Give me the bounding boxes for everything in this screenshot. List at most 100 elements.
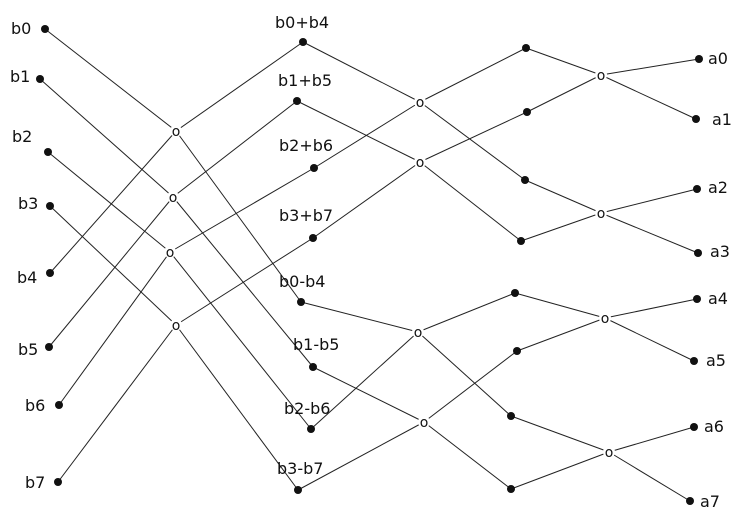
edge — [49, 205, 177, 326]
edge — [604, 317, 695, 362]
edge — [524, 179, 602, 214]
input-dot — [45, 343, 53, 351]
stage1-dot — [307, 425, 315, 433]
edge — [312, 366, 425, 423]
operator-mask — [167, 191, 179, 203]
stage2-out-edges — [417, 47, 528, 490]
operator-mask — [603, 446, 615, 458]
edge — [297, 421, 425, 491]
operator-mask — [170, 319, 182, 331]
stage1-label: b2-b6 — [284, 399, 330, 418]
edge — [313, 101, 421, 169]
edge — [526, 74, 602, 113]
edge — [600, 58, 700, 76]
edge — [525, 47, 602, 76]
operator-node: o — [172, 318, 181, 334]
stage1-label: b3-b7 — [277, 459, 323, 478]
edge — [600, 188, 698, 214]
output-label: a2 — [708, 178, 728, 197]
input-label: b3 — [18, 194, 38, 213]
operator-node: o — [169, 190, 178, 206]
input-label: b6 — [25, 396, 45, 415]
edge — [516, 317, 606, 352]
edge — [604, 298, 698, 319]
operator-node: o — [416, 95, 425, 111]
output-dot — [693, 185, 701, 193]
edge — [296, 100, 421, 163]
stage2-dots — [507, 44, 531, 493]
edge — [300, 301, 419, 333]
stage1-label: b3+b7 — [279, 206, 333, 225]
stage1-dot — [297, 298, 305, 306]
edge — [175, 324, 299, 491]
stage1-dot — [293, 97, 301, 105]
output-dot — [693, 295, 701, 303]
output-label: a7 — [700, 492, 720, 511]
stage3-edges — [510, 47, 610, 490]
output-labels: a0 a1 a2 a3 a4 a5 a6 a7 — [700, 49, 732, 511]
edge — [57, 324, 177, 483]
stage2-edges — [296, 41, 425, 491]
edge — [510, 451, 610, 490]
stage1-dot — [309, 363, 317, 371]
edge — [169, 251, 312, 430]
edge — [608, 426, 695, 453]
edge — [175, 130, 302, 303]
input-dots — [36, 25, 63, 486]
edge — [49, 130, 177, 274]
output-label: a5 — [706, 351, 726, 370]
operator-mask — [595, 69, 607, 81]
stage2-dot — [513, 347, 521, 355]
operator-node: o — [416, 155, 425, 171]
input-label: b2 — [12, 127, 32, 146]
output-label: a0 — [708, 49, 728, 68]
output-dot — [695, 55, 703, 63]
input-dot — [55, 401, 63, 409]
operator-node: o — [166, 245, 175, 261]
edge — [510, 415, 610, 453]
stage1-labels: b0+b4 b1+b5 b2+b6 b3+b7 b0-b4 b1-b5 b2-b… — [275, 13, 339, 478]
edge — [600, 74, 697, 120]
stage2-dot — [523, 108, 531, 116]
stage2-dot — [517, 237, 525, 245]
edge — [514, 292, 606, 319]
operator-node: o — [414, 325, 423, 341]
edge — [312, 161, 421, 239]
operator-masks — [164, 69, 615, 458]
operator-mask — [170, 125, 182, 137]
edge — [48, 196, 174, 348]
output-label: a1 — [712, 110, 732, 129]
output-dots — [686, 55, 703, 505]
input-label: b1 — [10, 67, 30, 86]
input-label: b4 — [17, 268, 37, 287]
operator-node: o — [597, 68, 606, 84]
edge — [175, 41, 304, 132]
input-dot — [54, 478, 62, 486]
input-dot — [36, 75, 44, 83]
edge — [44, 28, 177, 132]
edge — [417, 292, 516, 333]
output-edges — [600, 58, 700, 502]
edge — [310, 331, 419, 430]
edge — [600, 212, 699, 254]
output-dot — [690, 423, 698, 431]
stage1-label: b0+b4 — [275, 13, 329, 32]
input-dot — [44, 148, 52, 156]
stage1-label: b2+b6 — [279, 136, 333, 155]
stage1-label: b1-b5 — [293, 335, 339, 354]
edge — [172, 100, 298, 198]
input-labels: b0 b1 b2 b3 b4 b5 b6 b7 — [10, 19, 45, 492]
operator-mask — [164, 246, 176, 258]
edge — [417, 331, 512, 417]
output-dot — [690, 357, 698, 365]
stage1-dots — [293, 38, 318, 494]
operator-mask — [418, 416, 430, 428]
edge — [419, 47, 527, 103]
output-dot — [686, 497, 694, 505]
input-label: b7 — [25, 473, 45, 492]
operator-mask — [414, 96, 426, 108]
stage1-out-edges — [169, 41, 315, 491]
operator-mask — [414, 156, 426, 168]
output-label: a3 — [710, 242, 730, 261]
